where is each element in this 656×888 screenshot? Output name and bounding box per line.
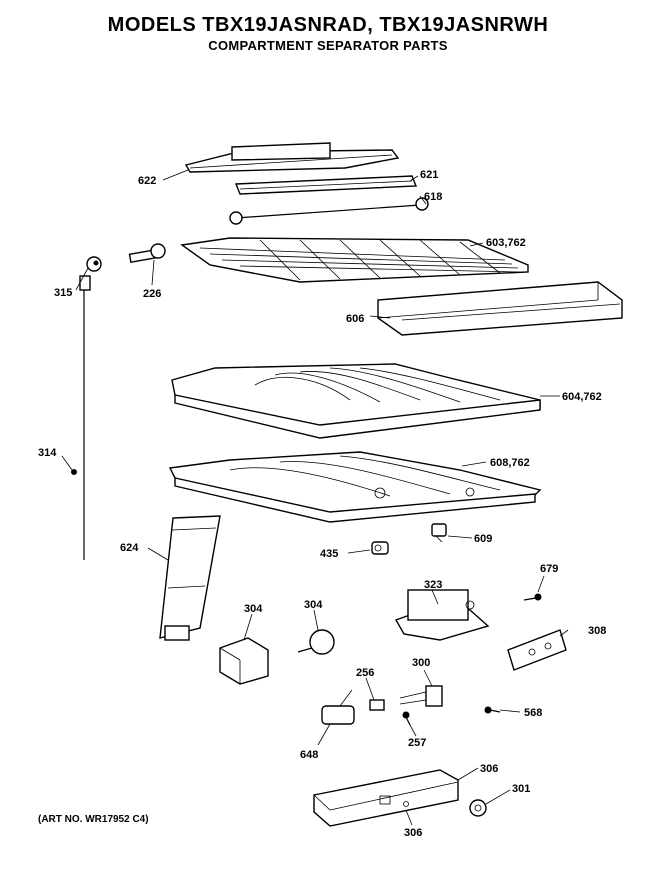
callout-679: 679 <box>540 563 558 575</box>
callout-308: 308 <box>588 625 606 637</box>
callout-618: 618 <box>424 191 442 203</box>
part-618-rod[interactable] <box>229 197 429 225</box>
callout-323: 323 <box>424 579 442 591</box>
part-608-separator[interactable] <box>168 451 542 523</box>
part-568-screw[interactable] <box>484 706 501 714</box>
callout-648: 648 <box>300 749 318 761</box>
callout-301: 301 <box>512 783 530 795</box>
callout-256: 256 <box>356 667 374 679</box>
diagram-subtitle: COMPARTMENT SEPARATOR PARTS <box>208 38 448 53</box>
part-606-trim[interactable] <box>377 281 623 336</box>
part-622-cover[interactable] <box>184 142 400 173</box>
part-306-housing[interactable] <box>313 769 459 827</box>
callout-621: 621 <box>420 169 438 181</box>
part-301-cap[interactable] <box>469 799 487 817</box>
part-604-separator[interactable] <box>171 363 541 439</box>
callout-603-762: 603,762 <box>486 237 526 249</box>
callout-306-bottom: 306 <box>404 827 422 839</box>
part-315-hinge-rod[interactable] <box>71 256 102 560</box>
diagram-title: MODELS TBX19JASNRAD, TBX19JASNRWH <box>107 14 549 36</box>
art-number: (ART NO. WR17952 C4) <box>38 814 149 825</box>
callout-568: 568 <box>524 707 542 719</box>
part-226-pin[interactable] <box>128 243 166 264</box>
callout-622: 622 <box>138 175 156 187</box>
part-679-screw[interactable] <box>523 593 542 601</box>
part-648-thermostat[interactable] <box>321 689 355 725</box>
callout-314: 314 <box>38 447 57 459</box>
callout-304-knob: 304 <box>304 599 323 611</box>
callout-315: 315 <box>54 287 72 299</box>
part-323-control[interactable] <box>394 589 490 641</box>
callout-leader-lines <box>61 169 569 826</box>
part-435-clip[interactable] <box>371 541 389 555</box>
part-257-screw[interactable] <box>402 711 411 726</box>
callout-300: 300 <box>412 657 430 669</box>
callout-257: 257 <box>408 737 426 749</box>
part-256-switch[interactable] <box>369 699 385 711</box>
callout-435: 435 <box>320 548 338 560</box>
callout-604-762: 604,762 <box>562 391 602 403</box>
part-308-bracket[interactable] <box>507 629 567 671</box>
callout-606: 606 <box>346 313 364 325</box>
callout-304-block: 304 <box>244 603 263 615</box>
callout-306-top: 306 <box>480 763 498 775</box>
callout-608-762: 608,762 <box>490 457 530 469</box>
part-609-clip[interactable] <box>431 523 447 543</box>
part-621-rail[interactable] <box>234 175 418 195</box>
part-624-panel[interactable] <box>159 515 221 641</box>
part-304-knob[interactable] <box>297 629 335 655</box>
callout-609: 609 <box>474 533 492 545</box>
part-300-switch[interactable] <box>399 685 443 707</box>
part-603-shelf[interactable] <box>180 237 529 283</box>
part-304-block[interactable] <box>219 637 269 685</box>
callout-226: 226 <box>143 288 161 300</box>
callout-624: 624 <box>120 542 139 554</box>
